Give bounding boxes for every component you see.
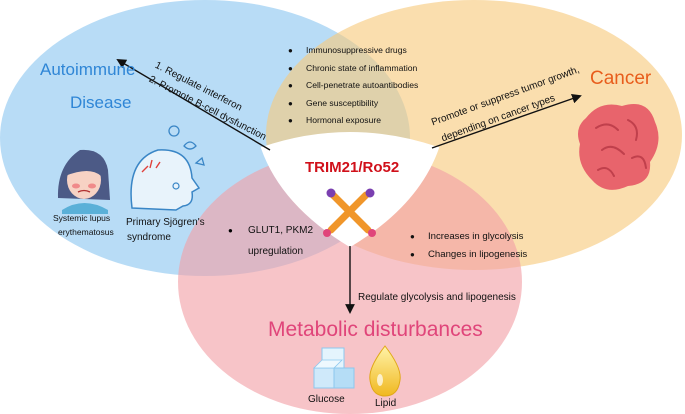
overlap-autoimmune-metabolic-line1: GLUT1, PKM2 bbox=[248, 225, 314, 236]
lipid-droplet-icon bbox=[369, 345, 401, 397]
autoimmune-title-line1: Autoimmune bbox=[40, 60, 136, 79]
tumor-icon bbox=[578, 104, 659, 190]
center-title: TRIM21/Ro52 bbox=[305, 159, 400, 176]
overlap-autoimmune-cancer-list: Immunosuppressive drugs Chronic state of… bbox=[288, 42, 418, 130]
glucose-cubes-icon bbox=[313, 347, 355, 389]
metabolic-title: Metabolic disturbances bbox=[268, 318, 483, 341]
lupus-caption-line1: Systemic lupus bbox=[53, 213, 111, 223]
arrow-to-autoimmune bbox=[116, 59, 271, 151]
overlap-cancer-metabolic-list: Increases in glycolysis Changes in lipog… bbox=[410, 228, 527, 264]
overlap-autoimmune-metabolic-line2: upregulation bbox=[248, 246, 304, 257]
cancer-title: Cancer bbox=[590, 68, 652, 89]
list-item: Cell-penetrate autoantibodies bbox=[288, 77, 418, 95]
arrow-to-cancer bbox=[431, 93, 582, 149]
sjogren-caption-line2: syndrome bbox=[127, 232, 171, 243]
lupus-caption-line2: erythematosus bbox=[58, 227, 114, 237]
trim21-protein-icon bbox=[323, 188, 376, 237]
list-item: Chronic state of inflammation bbox=[288, 60, 418, 78]
sjogren-head-icon bbox=[130, 125, 205, 211]
metabolic-arrow-label: Regulate glycolysis and lipogenesis bbox=[358, 292, 516, 303]
lipid-label: Lipid bbox=[375, 398, 397, 409]
glucose-label: Glucose bbox=[308, 394, 345, 405]
list-item: Increases in glycolysis bbox=[410, 228, 527, 246]
autoimmune-title-line2: Disease bbox=[70, 93, 132, 112]
list-item: Changes in lipogenesis bbox=[410, 246, 527, 264]
lupus-patient-icon bbox=[57, 149, 110, 214]
bullet-icon: ● bbox=[228, 226, 233, 235]
list-item: Immunosuppressive drugs bbox=[288, 42, 418, 60]
center-shield bbox=[260, 132, 440, 248]
sjogren-caption-line1: Primary Sjögren's bbox=[126, 217, 205, 228]
list-item: Hormonal exposure bbox=[288, 112, 418, 130]
list-item: Gene susceptibility bbox=[288, 95, 418, 113]
